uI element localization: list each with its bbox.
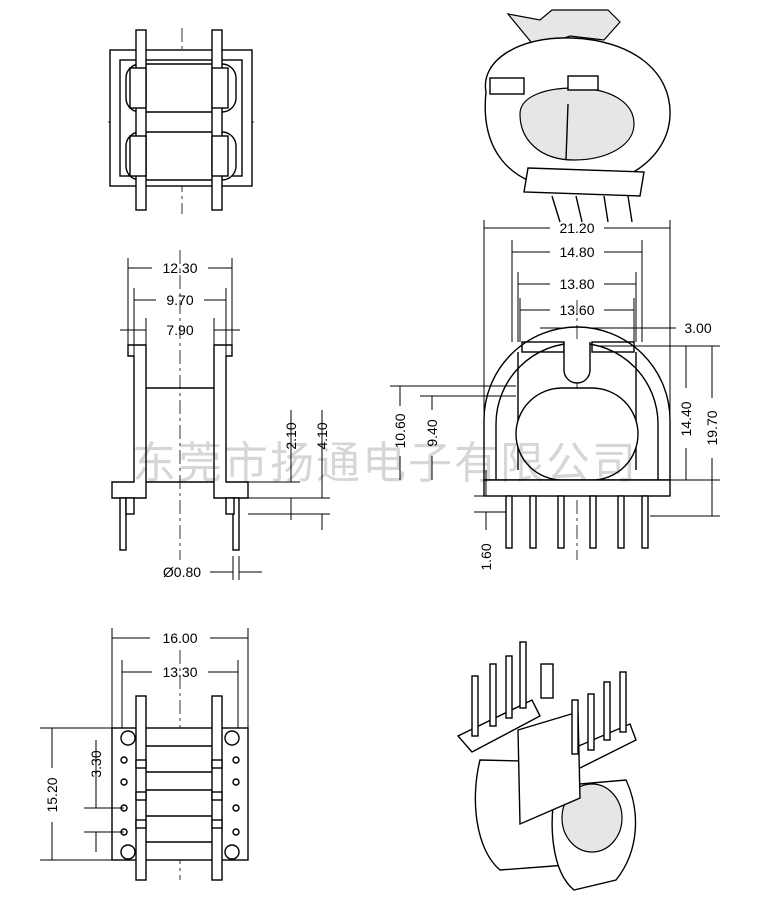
dim-front-h-c: 14.40	[678, 401, 694, 436]
top-view-flange-left	[135, 29, 147, 211]
dim-front-pin-len: 1.60	[478, 543, 494, 570]
top-view-flange-right	[211, 29, 223, 211]
bottom-view-pin-hole	[120, 844, 136, 860]
dim-front-w-c: 13.80	[559, 276, 594, 292]
side-view-left-flange	[111, 344, 147, 499]
dim-bottom-pitch: 3.30	[88, 750, 104, 777]
isometric-view-top	[484, 9, 671, 223]
front-view-pin-1	[505, 495, 513, 549]
front-view-pin-3	[557, 495, 565, 549]
top-view-tab-r2	[211, 135, 229, 177]
bottom-view-pad	[211, 759, 223, 769]
dim-side-w-outer: 12.30	[162, 260, 197, 276]
dim-side-w-inner: 7.90	[166, 322, 193, 338]
dim-front-w-b: 14.80	[559, 244, 594, 260]
iso-bottom-pin	[471, 675, 479, 737]
side-view-standoff-left	[125, 497, 135, 515]
dim-bottom-w-outer: 16.00	[162, 630, 197, 646]
bottom-view-flange-right	[211, 695, 223, 881]
dim-side-h-a: 2.10	[283, 422, 299, 449]
company-watermark: 东莞市扬通电子有限公司	[132, 438, 638, 489]
dim-side-pin-dia: Ø0.80	[163, 564, 201, 580]
side-view-standoff-right	[225, 497, 235, 515]
front-view-tab-right	[591, 341, 635, 353]
bottom-view-pin-dot	[232, 828, 240, 836]
bottom-view-pin-dot	[232, 778, 240, 786]
dim-front-w-total: 21.20	[559, 220, 594, 236]
iso-top-tab-left	[489, 77, 525, 95]
iso-bottom-pin	[519, 641, 527, 709]
iso-bottom-pin	[505, 655, 513, 719]
bottom-view-pin-dot	[232, 756, 240, 764]
top-view-winding-upper	[125, 63, 237, 113]
dim-bottom-h-total: 15.20	[44, 777, 60, 812]
bottom-view-pad	[135, 759, 147, 769]
iso-bottom-pin	[587, 693, 595, 751]
iso-top-pin	[575, 195, 583, 223]
bottom-view-flange-left	[135, 695, 147, 881]
dim-front-h-d: 19.70	[704, 410, 720, 445]
bottom-view-frame	[111, 727, 249, 861]
top-view-tab-l2	[129, 135, 147, 177]
iso-bottom-pin	[571, 699, 579, 755]
iso-top-pin	[551, 195, 561, 223]
iso-bottom-core	[517, 711, 581, 826]
iso-top-pin	[627, 195, 633, 223]
side-view-pin-left	[119, 497, 127, 551]
bottom-view-pad	[211, 791, 223, 801]
iso-top-pin	[603, 195, 609, 223]
iso-bottom-pin	[619, 671, 627, 733]
top-view	[108, 28, 258, 214]
dim-side-h-b: 4.10	[314, 422, 330, 449]
side-view-right-flange	[213, 344, 249, 499]
bottom-view: 16.00 13.30 15.20 3.30	[40, 628, 249, 881]
iso-top-tab-right	[567, 75, 599, 91]
front-view-pin-2	[529, 495, 537, 549]
bottom-view-pad	[135, 791, 147, 801]
isometric-view-bottom	[456, 641, 637, 891]
bottom-view-pad	[135, 819, 147, 829]
iso-top-core-edge	[565, 103, 569, 161]
dim-front-h-a: 10.60	[392, 413, 408, 448]
iso-bottom-pin	[603, 681, 611, 741]
dim-front-w-d: 13.60	[559, 302, 594, 318]
dim-side-w-mid: 9.70	[166, 292, 193, 308]
bottom-view-pin-hole	[224, 844, 240, 860]
front-view-base	[483, 479, 671, 497]
iso-bottom-post	[540, 663, 554, 699]
top-view-tab-l1	[129, 67, 147, 109]
dim-front-slot: 3.00	[684, 320, 711, 336]
side-view-pin-right	[232, 497, 240, 551]
bottom-view-pin-dot	[120, 756, 128, 764]
bottom-view-pin-dot	[120, 778, 128, 786]
front-view-pin-6	[641, 495, 649, 549]
dim-bottom-w-inner: 13.30	[162, 664, 197, 680]
front-view-pin-4	[589, 495, 597, 549]
bottom-view-pad	[211, 819, 223, 829]
front-view-flange	[483, 326, 671, 481]
iso-bottom-pin	[489, 663, 497, 727]
dim-front-h-b: 9.40	[424, 419, 440, 446]
bottom-view-pin-hole	[224, 730, 240, 746]
side-view: 12.30 9.70 7.90 2.10 4.10 Ø0.80	[111, 250, 330, 580]
top-view-winding-lower	[125, 131, 237, 181]
front-view-slot	[563, 342, 591, 384]
iso-top-base	[523, 167, 645, 197]
iso-bottom-core-window	[561, 783, 623, 853]
bottom-view-pin-hole	[120, 730, 136, 746]
front-view: 21.20 14.80 13.80 13.60 3.00 10.60 9.40	[390, 220, 720, 571]
iso-top-core-window	[519, 87, 635, 161]
bottom-view-pin-dot	[232, 804, 240, 812]
front-view-pin-5	[617, 495, 625, 549]
top-view-tab-r1	[211, 67, 229, 109]
